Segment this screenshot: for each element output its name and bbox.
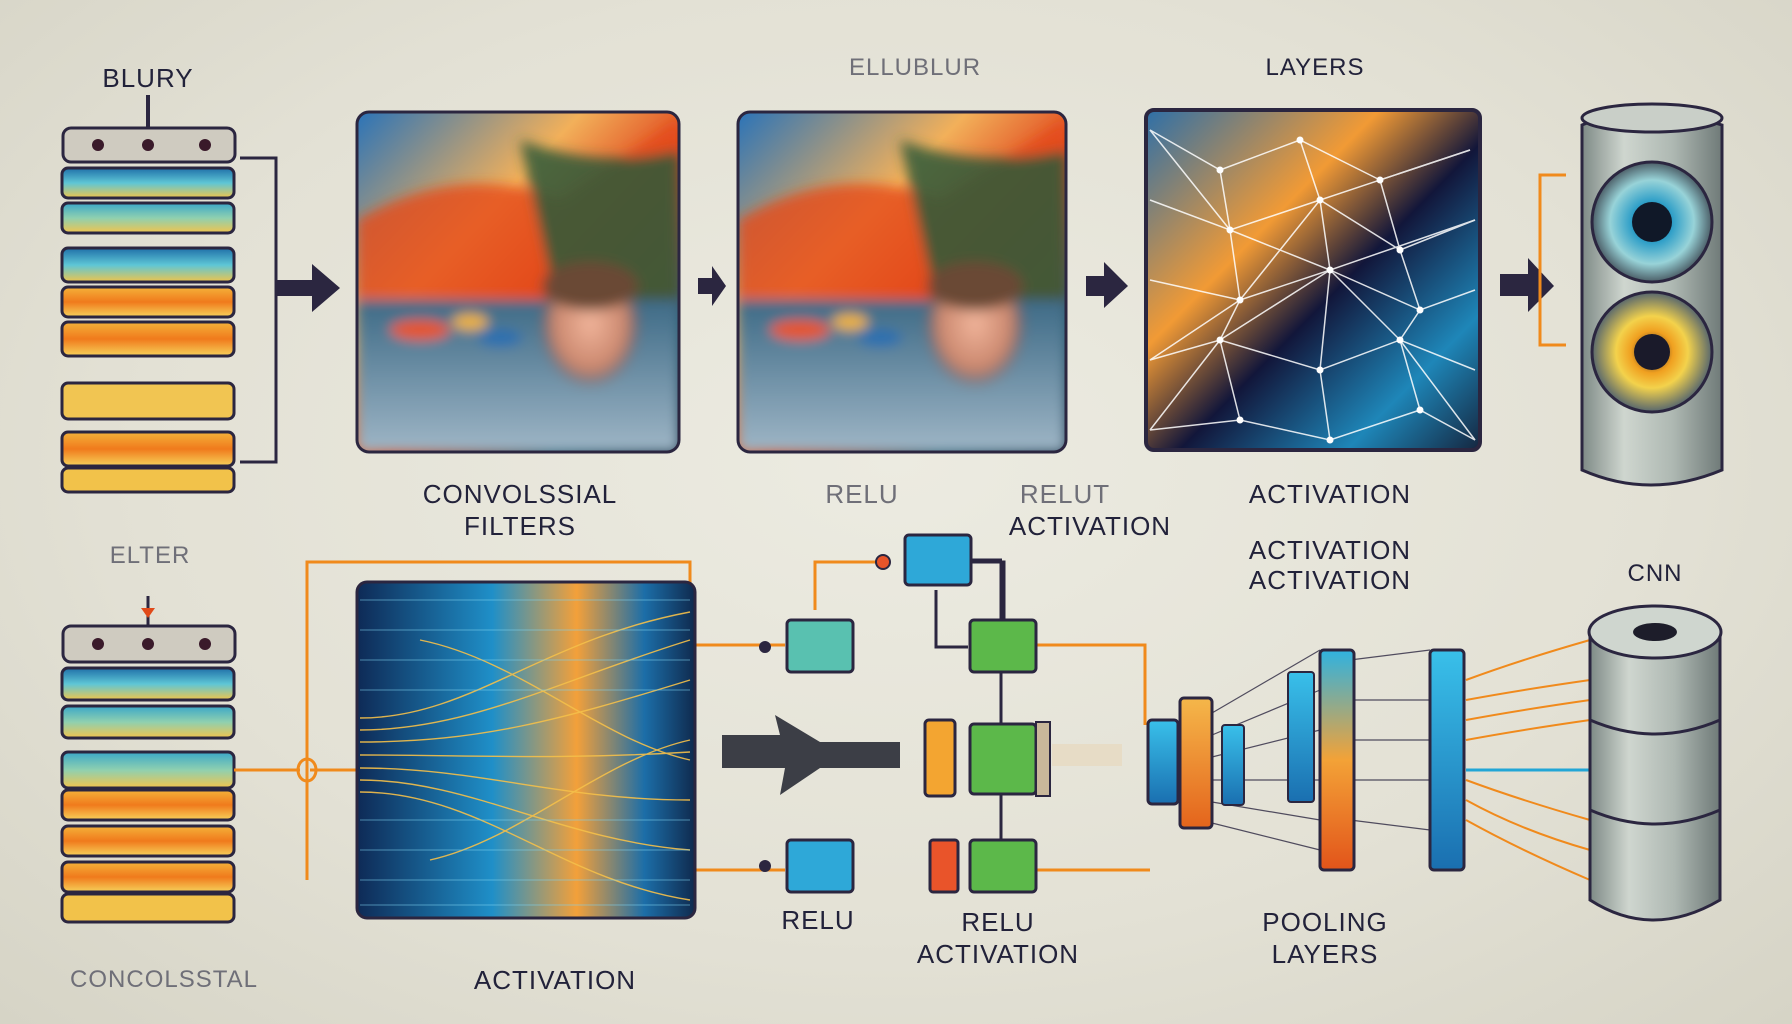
activation-bottom-label: ACTIVATION (473, 965, 637, 995)
top-filter-stack (60, 95, 278, 494)
bottom-filter-stack (60, 596, 237, 924)
relu-activation-bottom-label-line2: ACTIVATION (916, 939, 1080, 969)
pooling-label-line2: LAYERS (1271, 939, 1379, 969)
layers-label: LAYERS (1265, 54, 1365, 81)
speaker-cylinder (1538, 102, 1724, 487)
blury-label: BLURY (102, 63, 194, 93)
blurry-photo-2 (736, 110, 1068, 454)
blur-label: ЕLLUBLUR (848, 54, 982, 81)
activation-flow-panel (355, 580, 697, 920)
activation-right-label-2: ACTIVATION (1248, 535, 1412, 565)
pooling-label-line1: POOLING (1262, 907, 1388, 937)
activation-right-label-3: ACTIVATION (1248, 565, 1412, 595)
blurry-photo-1 (355, 110, 681, 454)
arrow-icon (276, 264, 340, 312)
conv-filters-label-line2: FILTERS (464, 511, 576, 541)
arrow-icon (698, 266, 726, 306)
relu-bottom-label: RELU (781, 905, 855, 935)
concolsstal-label: CONCOLSSTAL (70, 966, 258, 993)
arrow-icon (1500, 258, 1554, 312)
relu-top-label: RELU (825, 479, 899, 509)
cnn-database-cylinder (1587, 604, 1723, 922)
filter-label: ELTER (109, 542, 191, 569)
activation-right-label: ACTIVATION (1248, 479, 1412, 509)
big-arrow-icon (722, 715, 900, 795)
cnn-label: CNN (1627, 560, 1683, 587)
relu-activation-top-label-line2: ACTIVATION (1008, 511, 1172, 541)
relu-blocks (785, 533, 1122, 894)
activation-mesh-panel (1144, 108, 1482, 452)
pooling-layers (1146, 639, 1591, 881)
connector-lines (234, 560, 1150, 880)
conv-filters-label-line1: CONVOLSSIAL (422, 479, 618, 509)
relu-activation-bottom-label-line1: RELU (961, 907, 1035, 937)
arrow-icon (1086, 262, 1128, 308)
relu-activation-top-label-line1: RELUT (1019, 479, 1111, 509)
